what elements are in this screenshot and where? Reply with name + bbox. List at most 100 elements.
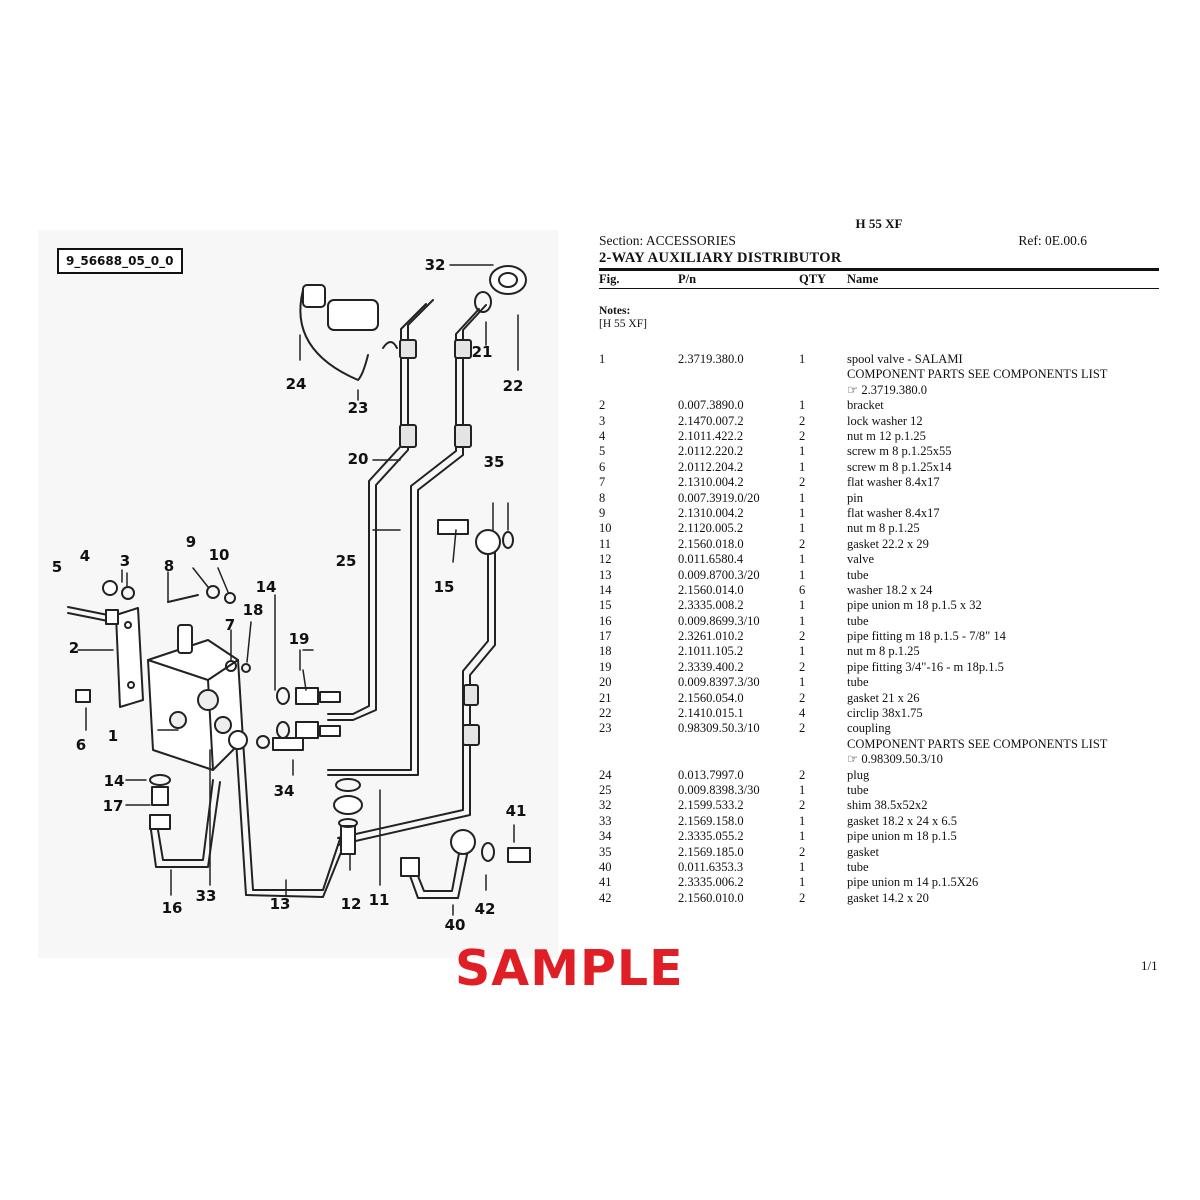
name-cell: lock washer 12 xyxy=(847,413,923,428)
callout-number: 42 xyxy=(475,900,496,918)
name-cell: gasket 18.2 x 24 x 6.5 xyxy=(847,813,958,828)
fig-cell: 23 xyxy=(599,721,612,736)
name-cell: pin xyxy=(847,490,863,505)
pn-cell: 2.0112.220.2 xyxy=(678,444,744,459)
fig-cell: 34 xyxy=(599,829,612,844)
qty-cell: 2 xyxy=(799,413,806,428)
qty-cell: 2 xyxy=(799,659,806,674)
pn-cell: 2.1410.015.1 xyxy=(678,706,744,721)
fig-cell: 21 xyxy=(599,690,612,705)
col-qty: QTY xyxy=(799,272,827,286)
name-cell: screw m 8 p.1.25x55 xyxy=(847,444,952,459)
pn-cell: 0.013.7997.0 xyxy=(678,767,744,782)
callout-number: 35 xyxy=(484,453,505,471)
callout-number: 3 xyxy=(120,552,130,570)
fig-cell: 8 xyxy=(599,490,606,505)
callout-number: 25 xyxy=(336,552,357,570)
table-row: 3 2.1470.007.2 2 lock washer 12 xyxy=(599,414,1159,429)
model-title: H 55 XF xyxy=(855,216,903,231)
callout-number: 23 xyxy=(348,399,369,417)
qty-cell: 1 xyxy=(799,644,806,659)
row-subline: ☞ 2.3719.380.0 xyxy=(847,382,927,397)
pn-cell: 0.009.8397.3/30 xyxy=(678,675,760,690)
pn-cell: 0.009.8700.3/20 xyxy=(678,567,760,582)
name-cell: tube xyxy=(847,783,869,797)
fig-cell: 3 xyxy=(599,413,606,428)
qty-cell: 1 xyxy=(799,444,806,459)
fig-cell: 42 xyxy=(599,890,612,905)
fig-cell: 41 xyxy=(599,875,612,890)
header-rule xyxy=(599,268,1159,271)
name-cell: circlip 38x1.75 xyxy=(847,706,923,721)
fig-cell: 5 xyxy=(599,444,606,459)
fig-cell: 16 xyxy=(599,613,612,628)
pn-cell: 2.1599.533.2 xyxy=(678,798,744,813)
callout-number: 14 xyxy=(256,578,277,596)
callout-number: 41 xyxy=(506,802,527,820)
callout-number: 7 xyxy=(225,616,235,634)
name-cell: tube xyxy=(847,859,869,874)
fig-cell: 6 xyxy=(599,459,606,474)
notes-text: [H 55 XF] xyxy=(599,318,647,330)
pn-cell: 2.1470.007.2 xyxy=(678,413,744,428)
callout-number: 15 xyxy=(434,578,455,596)
pn-cell: 0.011.6353.3 xyxy=(678,859,744,874)
qty-cell: 1 xyxy=(799,552,806,567)
name-cell: pipe fitting m 18 p.1.5 - 7/8" 14 xyxy=(847,629,1006,644)
callout-number: 19 xyxy=(289,630,310,648)
fig-cell: 10 xyxy=(599,521,612,536)
name-cell: valve xyxy=(847,552,875,567)
fig-cell: 20 xyxy=(599,675,612,690)
name-cell: tube xyxy=(847,613,869,628)
callout-number: 1 xyxy=(108,727,118,745)
qty-cell: 1 xyxy=(799,613,806,628)
callout-number: 40 xyxy=(445,916,466,934)
fig-cell: 24 xyxy=(599,767,612,782)
name-cell: gasket 14.2 x 20 xyxy=(847,890,929,905)
name-cell: spool valve - SALAMI xyxy=(847,352,963,366)
ref-label: Ref: 0E.00.6 xyxy=(1018,233,1087,248)
qty-cell: 1 xyxy=(799,490,806,505)
section-label: Section: ACCESSORIES xyxy=(599,233,736,248)
qty-cell: 1 xyxy=(799,398,806,413)
qty-cell: 1 xyxy=(799,505,806,520)
callout-number: 10 xyxy=(209,546,230,564)
diagram-drawing: 1243568910718141920253224232122351514171… xyxy=(52,256,531,934)
fig-cell: 9 xyxy=(599,505,606,520)
qty-cell: 1 xyxy=(799,567,806,582)
qty-cell: 1 xyxy=(799,829,806,844)
pn-cell: 2.1310.004.2 xyxy=(678,505,744,520)
pn-cell: 0.011.6580.4 xyxy=(678,552,744,567)
fig-cell: 17 xyxy=(599,629,612,644)
sample-watermark: SAMPLE xyxy=(455,940,684,997)
name-cell: flat washer 8.4x17 xyxy=(847,475,940,490)
pn-cell: 2.3335.006.2 xyxy=(678,875,744,890)
fig-cell: 14 xyxy=(599,582,612,597)
figure-id-label: 9_56688_05_0_0 xyxy=(57,248,183,274)
callout-number: 34 xyxy=(274,782,295,800)
qty-cell: 2 xyxy=(799,475,806,490)
name-cell: plug xyxy=(847,767,870,782)
name-cell: tube xyxy=(847,567,869,582)
row-subline: COMPONENT PARTS SEE COMPONENTS LIST xyxy=(847,367,1108,382)
pn-cell: 2.1560.010.0 xyxy=(678,890,744,905)
